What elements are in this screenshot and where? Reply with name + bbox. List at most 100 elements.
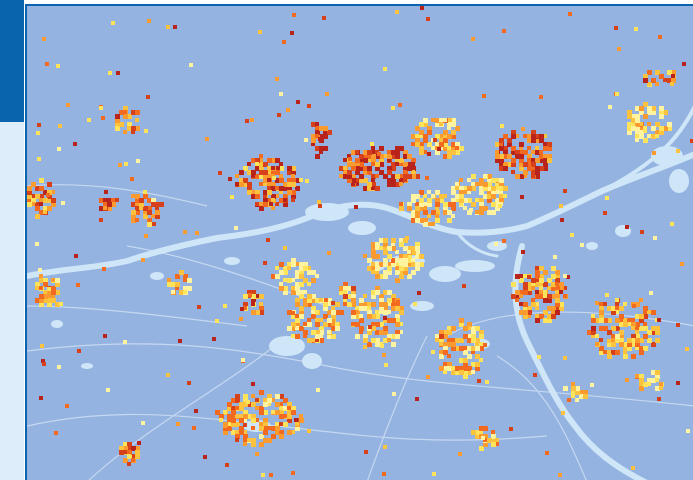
density-cell	[383, 238, 388, 243]
density-cell	[343, 166, 347, 170]
density-cell	[519, 150, 524, 155]
density-cell	[451, 346, 456, 351]
density-cell	[583, 394, 588, 399]
density-cell	[227, 422, 231, 426]
density-cell	[491, 438, 496, 443]
density-cell	[459, 370, 464, 375]
density-cell	[619, 322, 624, 327]
density-cell	[555, 290, 559, 294]
density-cell	[647, 122, 651, 126]
density-cell	[267, 438, 272, 443]
density-cell	[375, 330, 380, 335]
density-cell	[87, 118, 91, 122]
density-cell	[483, 206, 488, 211]
density-cell	[599, 302, 604, 307]
density-cell	[511, 282, 516, 287]
density-cell	[639, 106, 644, 111]
density-cell	[547, 294, 552, 299]
density-cell	[615, 298, 619, 302]
density-cell	[539, 95, 543, 99]
density-cell	[259, 170, 264, 175]
density-cell	[307, 298, 312, 303]
density-cell	[411, 262, 416, 267]
density-cell	[639, 326, 644, 331]
density-cell	[439, 354, 444, 359]
density-cell	[631, 126, 636, 131]
density-cell	[635, 114, 640, 119]
density-cell	[155, 214, 160, 219]
density-cell	[116, 71, 120, 75]
density-cell	[515, 290, 520, 295]
density-cell	[663, 126, 668, 131]
density-cell	[643, 102, 648, 107]
density-cell	[623, 346, 627, 350]
density-cell	[115, 198, 119, 202]
density-cell	[295, 314, 300, 319]
density-cell	[311, 138, 316, 143]
density-cell	[303, 262, 308, 267]
density-cell	[299, 266, 304, 271]
density-cell	[559, 282, 564, 287]
density-cell	[619, 314, 624, 319]
density-cell	[275, 166, 280, 171]
density-cell	[479, 334, 484, 339]
density-cell	[247, 414, 252, 419]
density-cell	[451, 370, 456, 375]
density-cell	[291, 198, 295, 202]
density-cell	[259, 434, 264, 439]
density-cell	[543, 142, 547, 146]
density-cell	[359, 154, 364, 159]
density-cell	[263, 174, 268, 179]
density-cell	[451, 202, 456, 207]
density-cell	[403, 238, 408, 243]
density-cell	[39, 198, 44, 203]
density-cell	[235, 174, 239, 178]
density-cell	[391, 162, 395, 166]
density-cell	[643, 322, 647, 326]
density-cell	[275, 158, 280, 163]
density-cell	[39, 274, 43, 278]
density-cell	[451, 326, 456, 331]
density-cell	[467, 354, 472, 359]
density-cell	[507, 142, 512, 147]
density-cell	[639, 374, 644, 379]
density-cell	[39, 178, 44, 183]
density-cell	[371, 154, 376, 159]
density-cell	[575, 390, 580, 395]
density-cell	[631, 334, 636, 339]
density-cell	[235, 394, 240, 399]
density-cell	[255, 162, 259, 166]
density-cell	[103, 198, 107, 202]
density-cell	[287, 190, 292, 195]
density-cell	[471, 202, 476, 207]
density-cell	[651, 370, 656, 375]
map-viewport[interactable]	[25, 4, 693, 480]
density-cell	[368, 325, 372, 329]
density-cell	[527, 275, 531, 279]
water-body	[302, 353, 322, 369]
density-cell	[283, 202, 288, 207]
density-cell	[495, 142, 500, 147]
density-cell	[318, 137, 322, 141]
density-cell	[231, 410, 236, 415]
density-cell	[391, 246, 396, 251]
density-cell	[355, 162, 360, 167]
sidebar-accent-bar	[0, 0, 24, 122]
density-cell	[627, 342, 632, 347]
density-cell	[591, 314, 595, 318]
density-cell	[131, 210, 136, 215]
density-cell	[607, 306, 612, 311]
density-cell	[267, 182, 271, 186]
density-cell	[407, 162, 412, 167]
density-cell	[283, 270, 288, 275]
density-cell	[287, 182, 292, 187]
density-cell	[495, 186, 500, 191]
density-cell	[566, 275, 570, 279]
density-cell	[175, 286, 179, 290]
density-cell	[291, 334, 295, 338]
density-cell	[41, 359, 45, 363]
density-cell	[635, 342, 640, 347]
density-cell	[263, 410, 268, 415]
density-cell	[659, 130, 664, 135]
density-cell	[447, 126, 451, 130]
